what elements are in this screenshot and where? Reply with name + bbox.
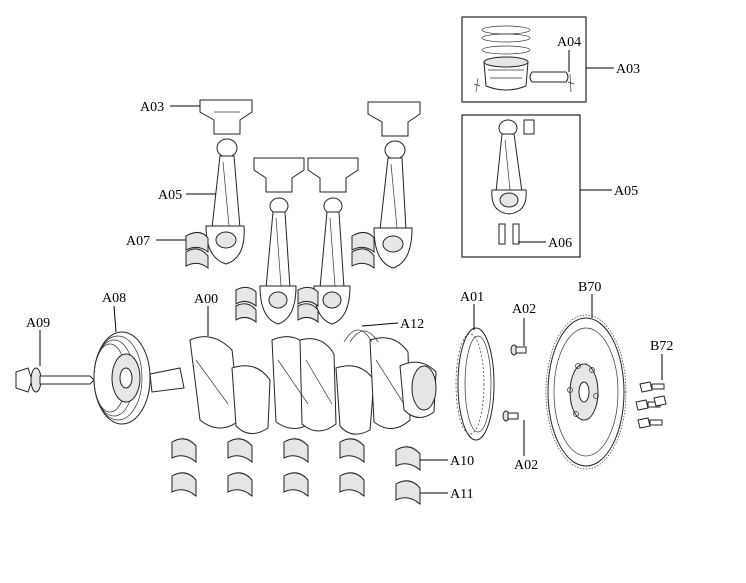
conrod-assembly-4 — [351, 101, 421, 270]
crank-bolt — [15, 367, 95, 393]
reluctor-ring — [455, 327, 495, 441]
thrust-washers — [343, 329, 379, 343]
label-A00: A00 — [194, 292, 218, 307]
piston-inset — [461, 16, 587, 103]
label-A09: A09 — [26, 316, 50, 331]
label-A11: A11 — [450, 487, 474, 502]
main-bearings-upper — [171, 438, 421, 472]
label-A02-upper: A02 — [512, 302, 536, 317]
label-B72: B72 — [650, 339, 673, 354]
conrod-assembly-1 — [185, 99, 253, 270]
conrod-assembly-2 — [235, 157, 305, 325]
ring-screw-lower — [502, 410, 519, 422]
callout-labels: A03 A05 A07 A08 A09 A00 A12 A01 A02 A02 … — [26, 35, 673, 502]
label-A01: A01 — [460, 290, 484, 305]
main-bearings-lower — [171, 472, 421, 506]
label-A03-main: A03 — [140, 100, 164, 115]
ring-screw-upper — [510, 344, 527, 356]
label-A05-inset: A05 — [614, 184, 638, 199]
flexplate-bolts — [635, 381, 667, 429]
conrod-assembly-3 — [297, 157, 359, 325]
label-A08: A08 — [102, 291, 126, 306]
label-A12: A12 — [400, 317, 424, 332]
leader-lines — [39, 50, 663, 494]
flexplate — [545, 314, 627, 470]
label-B70: B70 — [578, 280, 601, 295]
label-A03-inset: A03 — [616, 62, 640, 77]
label-A07: A07 — [126, 234, 150, 249]
label-A02-lower: A02 — [514, 458, 538, 473]
damper-pulley — [93, 331, 151, 425]
crankshaft — [149, 336, 437, 435]
label-A06: A06 — [548, 236, 572, 251]
conrod-inset — [461, 114, 581, 258]
label-A10: A10 — [450, 454, 474, 469]
label-A05-main: A05 — [158, 188, 182, 203]
label-A04: A04 — [557, 35, 581, 50]
